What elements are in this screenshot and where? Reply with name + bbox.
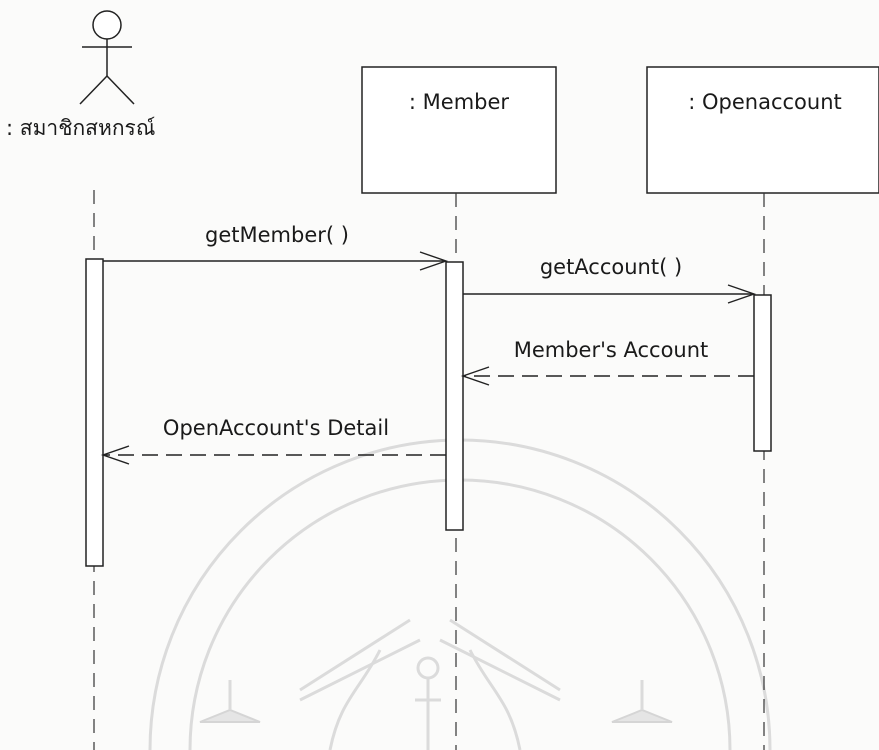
getmember-label: getMember( )	[205, 223, 349, 247]
actor-head	[92, 10, 122, 40]
actor-right-leg	[106, 75, 135, 105]
getmember-arrowhead-icon	[419, 251, 449, 271]
openaccount-object-label: : Openaccount	[688, 90, 842, 114]
openaccount-detail-label: OpenAccount's Detail	[163, 416, 389, 440]
getaccount-label: getAccount( )	[540, 255, 682, 279]
members-account-arrowhead-icon	[460, 366, 490, 386]
actor-label: : สมาชิกสหกรณ์	[6, 116, 155, 140]
member-object-box	[361, 66, 557, 194]
openaccount-object-box	[646, 66, 879, 194]
actor-figure	[79, 10, 135, 105]
openaccount-detail-arrowhead-icon	[100, 445, 130, 465]
members-account-label: Member's Account	[514, 338, 709, 362]
openaccount-activation-bar	[753, 294, 772, 452]
actor-left-leg	[79, 75, 108, 105]
university-seal-watermark-icon	[148, 438, 772, 750]
actor-activation-bar	[85, 258, 104, 567]
member-activation-bar	[445, 261, 464, 531]
getaccount-arrowhead-icon	[727, 284, 757, 304]
member-object-label: : Member	[409, 90, 509, 114]
